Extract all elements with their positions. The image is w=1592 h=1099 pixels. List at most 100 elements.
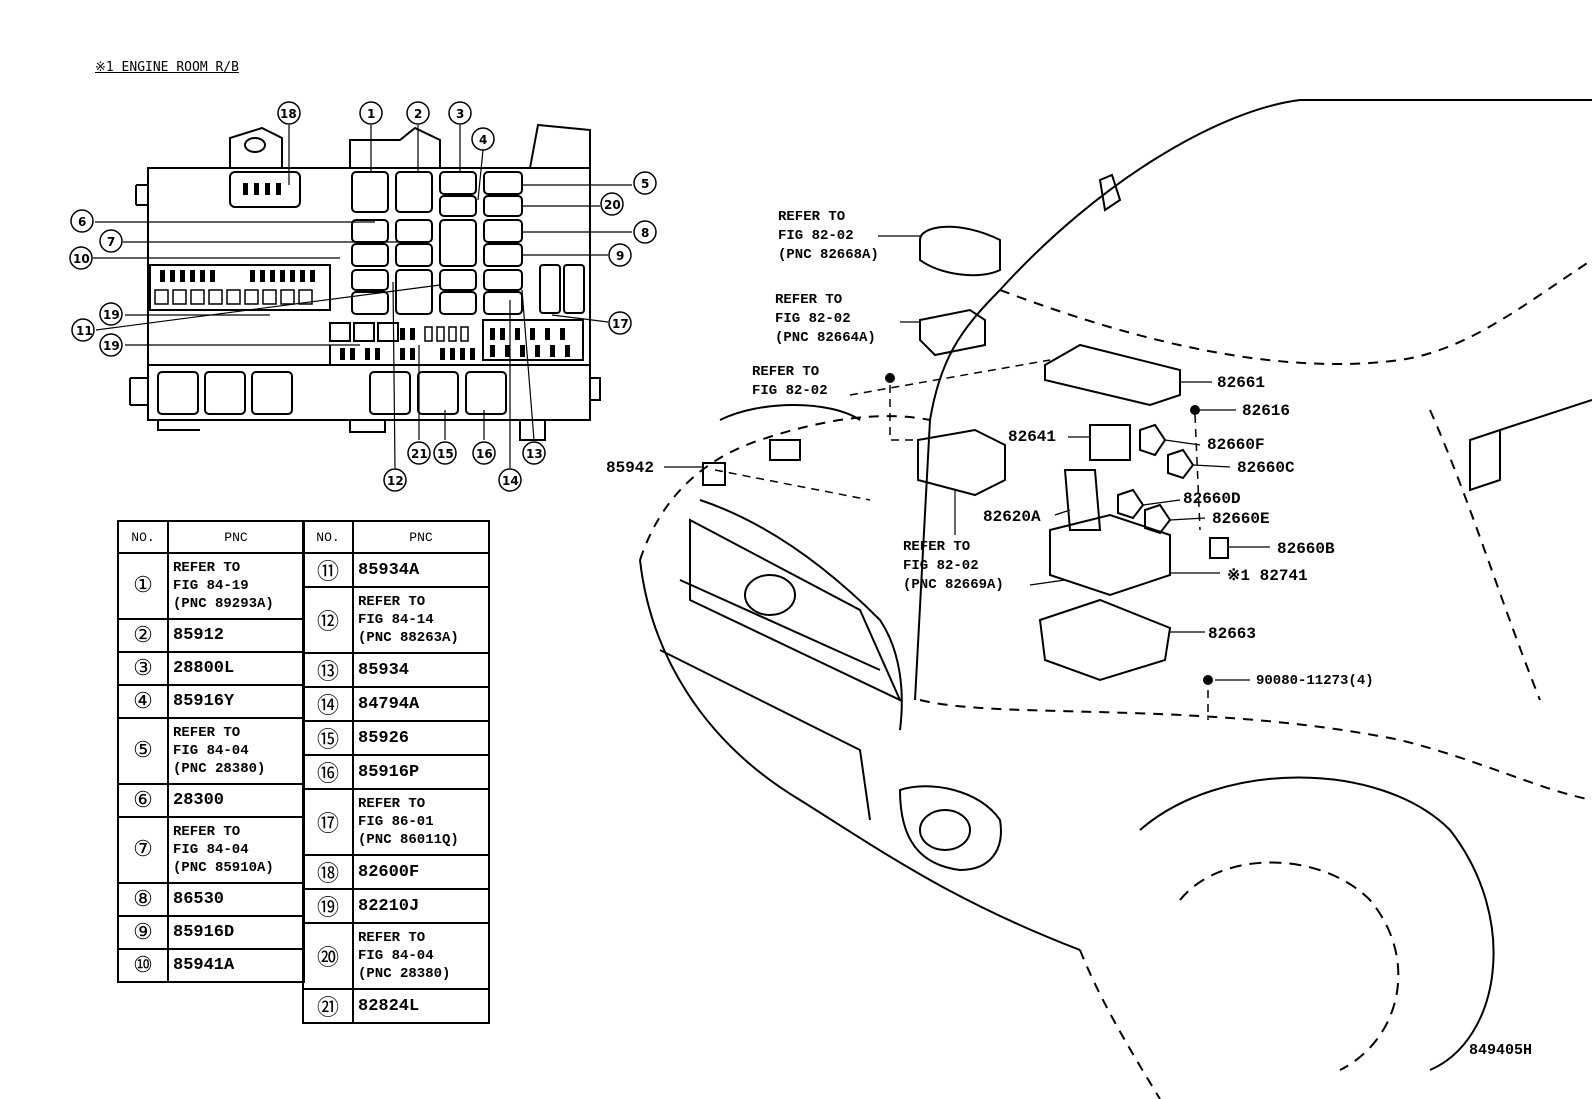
row-number: ⑰ — [302, 788, 354, 856]
row-number: ⑯ — [302, 754, 354, 790]
callout-20: 20 — [604, 198, 621, 212]
row-number: ① — [117, 552, 169, 620]
row-number: ⑮ — [302, 720, 354, 756]
callout-16: 16 — [476, 447, 493, 461]
assembly-dashes — [714, 359, 1209, 720]
label-82620A: 82620A — [983, 508, 1041, 526]
callout-15: 15 — [437, 447, 454, 461]
callout-circles — [69, 101, 657, 492]
title-text: ※1 ENGINE ROOM R/B — [95, 60, 239, 75]
row-pnc: 85934A — [352, 552, 490, 588]
label-82663: 82663 — [1208, 625, 1257, 643]
label-85942: 85942 — [606, 459, 655, 477]
callout-6: 6 — [78, 215, 87, 229]
label-82660C: 82660C — [1237, 459, 1295, 477]
label-refer-82664A: REFER TO FIG 82-02 (PNC 82664A) — [775, 292, 876, 346]
relay-block-drawing — [129, 123, 601, 441]
row-pnc: 28800L — [167, 651, 305, 686]
callout-leaders — [93, 125, 632, 469]
row-number: ⑬ — [302, 652, 354, 688]
callout-5: 5 — [641, 177, 650, 191]
row-pnc: 85926 — [352, 720, 490, 756]
header-no: NO. — [117, 520, 169, 554]
row-pnc: 85934 — [352, 652, 490, 688]
bolts — [885, 373, 1213, 685]
row-number: ⑫ — [302, 586, 354, 654]
label-90080: 90080-11273(4) — [1256, 673, 1374, 689]
row-pnc: REFER TO FIG 84-04 (PNC 28380) — [167, 717, 305, 785]
row-pnc: 82210J — [352, 888, 490, 924]
row-number: ② — [117, 618, 169, 653]
label-refer-82668A: REFER TO FIG 82-02 (PNC 82668A) — [778, 209, 879, 263]
row-number: ⑳ — [302, 922, 354, 990]
callout-19b: 19 — [103, 339, 120, 353]
row-number: ④ — [117, 684, 169, 719]
row-pnc: 86530 — [167, 882, 305, 917]
fuse-outline-row — [154, 289, 469, 342]
callout-18: 18 — [280, 107, 297, 121]
header-pnc: PNC — [352, 520, 490, 554]
row-pnc: 82600F — [352, 854, 490, 890]
row-pnc: 85912 — [167, 618, 305, 653]
callout-17: 17 — [612, 317, 629, 331]
figure-code: 849405H — [1468, 1042, 1532, 1059]
label-82660E: 82660E — [1212, 510, 1270, 528]
row-pnc: REFER TO FIG 84-19 (PNC 89293A) — [167, 552, 305, 620]
row-number: ⑩ — [117, 948, 169, 983]
callout-13: 13 — [526, 447, 543, 461]
callout-7: 7 — [107, 235, 116, 249]
row-number: ⑪ — [302, 552, 354, 588]
label-82616: 82616 — [1242, 402, 1291, 420]
row-pnc: 84794A — [352, 686, 490, 722]
row-number: ⑤ — [117, 717, 169, 785]
row-pnc: 85941A — [167, 948, 305, 983]
row-number: ⑧ — [117, 882, 169, 917]
callout-2: 2 — [414, 107, 423, 121]
callout-4: 4 — [479, 133, 488, 147]
callout-21: 21 — [411, 447, 428, 461]
header-no: NO. — [302, 520, 354, 554]
callout-10: 10 — [73, 252, 90, 266]
callout-1: 1 — [367, 107, 376, 121]
row-number: ⑦ — [117, 816, 169, 884]
row-number: ⑥ — [117, 783, 169, 818]
row-number: ⑨ — [117, 915, 169, 950]
part-leaders — [664, 235, 1270, 681]
row-pnc: 85916D — [167, 915, 305, 950]
row-pnc: 82824L — [352, 988, 490, 1024]
row-number: ⑭ — [302, 686, 354, 722]
callout-14: 14 — [502, 474, 519, 488]
row-number: ⑱ — [302, 854, 354, 890]
row-number: ③ — [117, 651, 169, 686]
row-number: ⑲ — [302, 888, 354, 924]
callout-12: 12 — [387, 474, 404, 488]
label-82741: ※1 82741 — [1227, 567, 1308, 585]
row-pnc: REFER TO FIG 84-14 (PNC 88263A) — [352, 586, 490, 654]
label-82660D: 82660D — [1183, 490, 1241, 508]
label-82661: 82661 — [1217, 374, 1266, 392]
